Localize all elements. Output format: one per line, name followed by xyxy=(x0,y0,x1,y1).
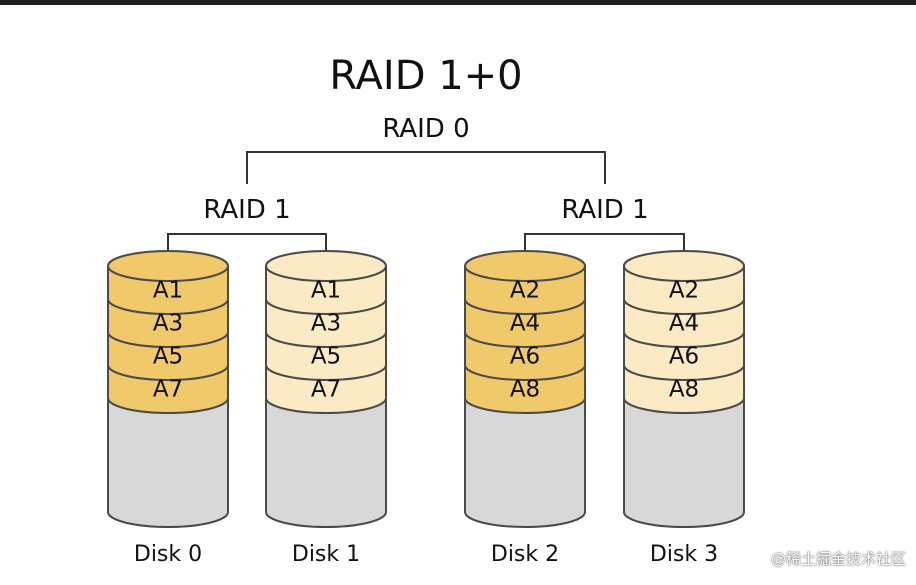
block-label: A4 xyxy=(669,311,699,337)
disk-name: Disk 3 xyxy=(650,542,718,567)
labels: RAID 1+0 RAID 0 RAID 1 RAID 1 xyxy=(203,53,648,225)
raid1-label-left: RAID 1 xyxy=(203,195,290,225)
disk-top-cap xyxy=(464,250,586,282)
disk-top-cap xyxy=(623,250,745,282)
block-label: A2 xyxy=(510,278,540,304)
connector-lines xyxy=(167,151,685,253)
disk-top-cap xyxy=(107,250,229,282)
block-label: A6 xyxy=(510,344,540,370)
raid1-connector-left xyxy=(167,233,327,253)
block-label: A8 xyxy=(669,377,699,403)
disk-name: Disk 1 xyxy=(292,542,360,567)
block-label: A3 xyxy=(311,311,341,337)
raid1-label-right: RAID 1 xyxy=(561,195,648,225)
disk-empty-space xyxy=(265,397,387,528)
disk-top-cap xyxy=(265,250,387,282)
block-label: A7 xyxy=(311,377,341,403)
block-label: A5 xyxy=(153,344,183,370)
disk-name: Disk 2 xyxy=(491,542,559,567)
raid1-connector-right xyxy=(524,233,685,253)
raid0-label: RAID 0 xyxy=(382,114,469,144)
block-label: A5 xyxy=(311,344,341,370)
block-label: A6 xyxy=(669,344,699,370)
disk-name: Disk 0 xyxy=(134,542,202,567)
block-label: A1 xyxy=(311,278,341,304)
disk-empty-space xyxy=(464,397,586,528)
disk-empty-space xyxy=(107,397,229,528)
block-label: A4 xyxy=(510,311,540,337)
block-label: A1 xyxy=(153,278,183,304)
diagram-title: RAID 1+0 xyxy=(329,53,522,99)
watermark: @稀土掘金技术社区 xyxy=(770,550,906,568)
block-label: A2 xyxy=(669,278,699,304)
block-label: A3 xyxy=(153,311,183,337)
disk-empty-space xyxy=(623,397,745,528)
block-label: A8 xyxy=(510,377,540,403)
top-bar xyxy=(0,0,916,5)
raid0-connector xyxy=(246,151,606,184)
block-label: A7 xyxy=(153,377,183,403)
